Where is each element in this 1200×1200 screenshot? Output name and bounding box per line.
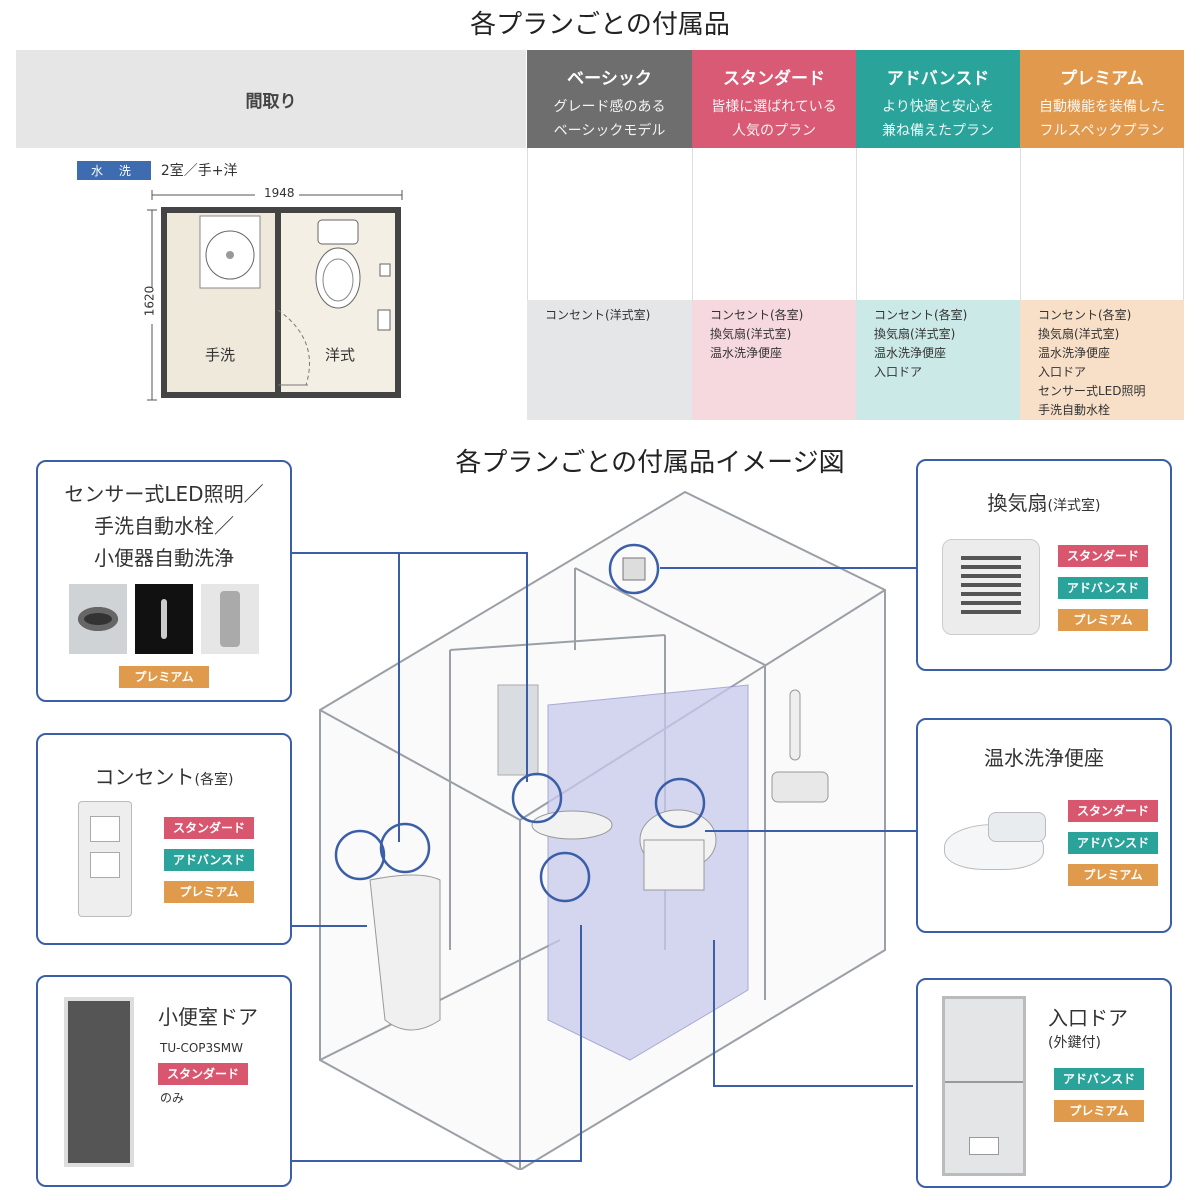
callout-title: センサー式LED照明／ (64, 482, 264, 506)
badge-advanced: アドバンスド (1054, 1068, 1144, 1090)
badge-standard: スタンダード (1068, 800, 1158, 822)
badge-advanced: アドバンスド (164, 849, 254, 871)
badge-premium: プレミアム (1054, 1100, 1144, 1122)
connector-line (292, 1160, 582, 1162)
plan-header-premium: プレミアム 自動機能を装備した フルスペックプラン (1020, 50, 1184, 148)
plan-name: プレミアム (1060, 69, 1144, 89)
plan-item: 換気扇(洋式室) (1038, 327, 1120, 341)
connector-line (398, 552, 400, 842)
callout-urinal-door: 小便室ドア TU-COP3SMW スタンダード のみ (36, 975, 292, 1187)
plan-item: 温水洗浄便座 (874, 346, 947, 360)
badge-premium: プレミアム (119, 666, 209, 688)
connector-line (292, 925, 367, 927)
callout-outlet: コンセント(各室) スタンダード アドバンスド プレミアム (36, 733, 292, 945)
callout-washlet: 温水洗浄便座 スタンダード アドバンスド プレミアム (916, 718, 1172, 933)
layout-header: 間取り (16, 50, 526, 148)
toilet-unit-illustration (319, 490, 886, 1170)
plan-name: アドバンスド (886, 69, 990, 89)
callout-title: 手洗自動水栓／ (94, 514, 234, 538)
entry-door-image (942, 996, 1026, 1176)
connector-line (292, 552, 527, 554)
callout-entry-door: 入口ドア (外鍵付) アドバンスド プレミアム (916, 978, 1172, 1188)
plan-items-basic: コンセント(洋式室) (527, 300, 692, 420)
connector-line (713, 1085, 913, 1087)
plan-header-basic: ベーシック グレード感のある ベーシックモデル (527, 50, 692, 148)
callout-subtitle: (外鍵付) (1048, 1035, 1101, 1051)
plan-item: 温水洗浄便座 (1038, 346, 1111, 360)
callout-fan: 換気扇(洋式室) スタンダード アドバンスド プレミアム (916, 459, 1172, 671)
plan-item: 温水洗浄便座 (710, 346, 783, 360)
connector-line (705, 830, 917, 832)
callout-subtitle: (各室) (194, 772, 234, 788)
plan-item: コンセント(各室) (1038, 308, 1132, 322)
callout-title: 入口ドア (1048, 1006, 1128, 1030)
callout-title: 温水洗浄便座 (984, 746, 1104, 770)
urinal-flusher-image (201, 584, 259, 654)
plan-items-premium: コンセント(各室) 換気扇(洋式室) 温水洗浄便座 入口ドア センサー式LED照… (1020, 300, 1184, 420)
connector-line (660, 567, 916, 569)
room-label-western: 洋式 (325, 346, 356, 364)
callout-subtitle: (洋式室) (1047, 498, 1101, 514)
floorplan-drawing (142, 186, 403, 401)
callout-title: コンセント (94, 765, 195, 789)
model-number: TU-COP3SMW (160, 1041, 243, 1055)
fan-image (942, 539, 1040, 635)
badge-premium: プレミアム (1068, 864, 1158, 886)
plan-desc2: ベーシックモデル (553, 123, 666, 139)
plan-desc1: グレード感のある (553, 99, 666, 115)
callout-sensor: センサー式LED照明／ 手洗自動水栓／ 小便器自動洗浄 プレミアム (36, 460, 292, 702)
plan-name: ベーシック (567, 69, 652, 89)
room-label-wash: 手洗 (205, 346, 236, 364)
badge-standard: スタンダード (1058, 545, 1148, 567)
plan-desc2: フルスペックプラン (1039, 123, 1165, 139)
plan-item: コンセント(洋式室) (545, 308, 651, 322)
note-only: のみ (160, 1091, 185, 1105)
washlet-image (938, 806, 1050, 880)
plan-desc1: 皆様に選ばれている (711, 99, 837, 115)
plan-item: 手洗自動水栓 (1038, 403, 1111, 417)
plan-header-standard: スタンダード 皆様に選ばれている 人気のプラン (692, 50, 856, 148)
plan-item: 換気扇(洋式室) (710, 327, 792, 341)
urinal-door-image (64, 997, 134, 1167)
badge-standard: スタンダード (158, 1063, 248, 1085)
flush-tag: 水 洗 (77, 160, 151, 180)
plan-items-advanced: コンセント(各室) 換気扇(洋式室) 温水洗浄便座 入口ドア (856, 300, 1020, 420)
dim-width: 1948 (264, 186, 295, 200)
badge-premium: プレミアム (1058, 609, 1148, 631)
plan-name: スタンダード (723, 69, 825, 89)
plan-item: 入口ドア (874, 365, 923, 379)
led-light-image (69, 584, 127, 654)
plan-item: コンセント(各室) (874, 308, 968, 322)
callout-title: 小便室ドア (158, 1005, 258, 1029)
plan-items-standard: コンセント(各室) 換気扇(洋式室) 温水洗浄便座 (692, 300, 856, 420)
floorplan-desc: 2室／手+洋 (160, 163, 238, 179)
plan-desc2: 人気のプラン (732, 123, 816, 139)
diagram-title: 各プランごとの付属品イメージ図 (455, 448, 845, 478)
plan-desc1: より快適と安心を (882, 99, 994, 115)
badge-advanced: アドバンスド (1068, 832, 1158, 854)
plan-item: センサー式LED照明 (1038, 384, 1146, 398)
callout-title: 換気扇 (987, 491, 1048, 515)
plan-header-advanced: アドバンスド より快適と安心を 兼ね備えたプラン (856, 50, 1020, 148)
plan-item: 換気扇(洋式室) (874, 327, 956, 341)
badge-standard: スタンダード (164, 817, 254, 839)
auto-faucet-image (135, 584, 193, 654)
connector-line (713, 940, 715, 1086)
connector-line (526, 552, 528, 782)
badge-premium: プレミアム (164, 881, 254, 903)
connector-line (580, 925, 582, 1160)
page-title: 各プランごとの付属品 (470, 10, 730, 40)
plan-desc1: 自動機能を装備した (1039, 99, 1165, 115)
plan-item: 入口ドア (1038, 365, 1087, 379)
dim-height: 1620 (142, 285, 157, 317)
plan-desc2: 兼ね備えたプラン (882, 123, 994, 139)
floorplan-label: 水 洗 2室／手+洋 (77, 160, 237, 180)
outlet-image (78, 801, 132, 917)
callout-title: 小便器自動洗浄 (94, 546, 234, 570)
plan-item: コンセント(各室) (710, 308, 804, 322)
badge-advanced: アドバンスド (1058, 577, 1148, 599)
